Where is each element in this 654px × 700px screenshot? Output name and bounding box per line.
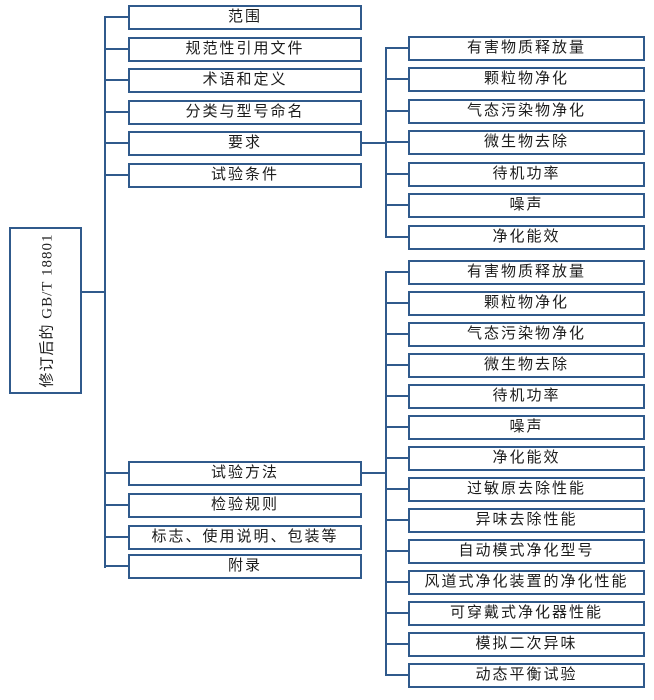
node-tm-duct-type-purification: 风道式净化装置的净化性能 bbox=[408, 570, 645, 595]
connector-line bbox=[387, 302, 408, 304]
connector-line bbox=[387, 173, 408, 175]
connector-line bbox=[105, 142, 128, 144]
node-test-conditions: 试验条件 bbox=[128, 163, 362, 188]
node-tm-purification-energy-efficiency: 净化能效 bbox=[408, 446, 645, 471]
node-normative-references: 规范性引用文件 bbox=[128, 37, 362, 62]
node-classification-naming: 分类与型号命名 bbox=[128, 100, 362, 125]
connector-line bbox=[105, 536, 128, 538]
node-req-noise: 噪声 bbox=[408, 193, 645, 218]
connector-line bbox=[387, 643, 408, 645]
node-tm-wearable-purifier: 可穿戴式净化器性能 bbox=[408, 601, 645, 626]
connector-line bbox=[387, 364, 408, 366]
connector-line bbox=[387, 78, 408, 80]
node-req-microbial-removal: 微生物去除 bbox=[408, 130, 645, 155]
node-tm-simulated-secondary-odor: 模拟二次异味 bbox=[408, 632, 645, 657]
node-marking-instructions-packaging: 标志、使用说明、包装等 bbox=[128, 525, 362, 550]
connector-line bbox=[387, 204, 408, 206]
connector-line bbox=[387, 519, 408, 521]
connector-line bbox=[105, 565, 128, 567]
connector-line bbox=[81, 291, 105, 293]
connector-line bbox=[387, 47, 408, 49]
node-requirements: 要求 bbox=[128, 131, 362, 156]
node-root-standard: 修订后的 GB/T 18801 bbox=[9, 227, 82, 394]
connector-line bbox=[387, 457, 408, 459]
connector-line bbox=[105, 48, 128, 50]
root-label: 修订后的 GB/T 18801 bbox=[39, 233, 55, 388]
connector-line bbox=[361, 142, 386, 144]
node-req-purification-energy-efficiency: 净化能效 bbox=[408, 225, 645, 250]
connector-line bbox=[387, 612, 408, 614]
node-tm-noise: 噪声 bbox=[408, 415, 645, 440]
connector-line bbox=[105, 111, 128, 113]
connector-line bbox=[387, 488, 408, 490]
connector-line bbox=[387, 426, 408, 428]
node-tm-particulate-purification: 颗粒物净化 bbox=[408, 291, 645, 316]
connector-line bbox=[387, 236, 408, 238]
connector-line bbox=[105, 16, 128, 18]
trunk-line-test-methods bbox=[385, 271, 387, 676]
connector-line bbox=[387, 141, 408, 143]
node-tm-gaseous-pollutant-purification: 气态污染物净化 bbox=[408, 322, 645, 347]
node-inspection-rules: 检验规则 bbox=[128, 493, 362, 518]
connector-line bbox=[105, 472, 128, 474]
node-appendix: 附录 bbox=[128, 554, 362, 579]
node-tm-auto-mode-purification: 自动模式净化型号 bbox=[408, 539, 645, 564]
trunk-line-requirements bbox=[385, 47, 387, 238]
trunk-line-main bbox=[104, 16, 106, 568]
node-req-standby-power: 待机功率 bbox=[408, 162, 645, 187]
connector-line bbox=[105, 174, 128, 176]
node-terms-definitions: 术语和定义 bbox=[128, 68, 362, 93]
node-tm-standby-power: 待机功率 bbox=[408, 384, 645, 409]
node-tm-odor-removal: 异味去除性能 bbox=[408, 508, 645, 533]
node-tm-hazardous-substance-release: 有害物质释放量 bbox=[408, 260, 645, 285]
node-req-gaseous-pollutant-purification: 气态污染物净化 bbox=[408, 99, 645, 124]
connector-line bbox=[387, 550, 408, 552]
node-tm-allergen-removal: 过敏原去除性能 bbox=[408, 477, 645, 502]
connector-line bbox=[387, 395, 408, 397]
node-tm-dynamic-balance-test: 动态平衡试验 bbox=[408, 663, 645, 688]
node-scope: 范围 bbox=[128, 5, 362, 30]
connector-line bbox=[387, 333, 408, 335]
connector-line bbox=[387, 581, 408, 583]
connector-line bbox=[105, 79, 128, 81]
connector-line bbox=[387, 110, 408, 112]
node-req-particulate-purification: 颗粒物净化 bbox=[408, 67, 645, 92]
connector-line bbox=[361, 472, 386, 474]
connector-line bbox=[387, 271, 408, 273]
connector-line bbox=[387, 674, 408, 676]
connector-line bbox=[105, 504, 128, 506]
node-req-hazardous-substance-release: 有害物质释放量 bbox=[408, 36, 645, 61]
node-tm-microbial-removal: 微生物去除 bbox=[408, 353, 645, 378]
node-test-methods: 试验方法 bbox=[128, 461, 362, 486]
